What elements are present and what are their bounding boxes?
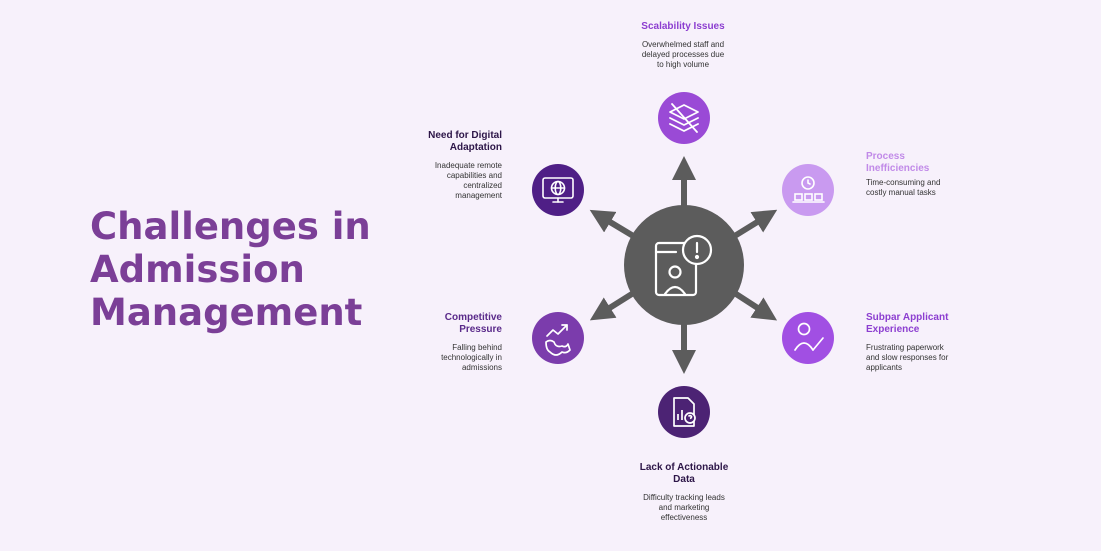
competitive-description: Falling behind technologically in admiss… <box>372 343 502 373</box>
node-applicant-circle <box>782 312 834 364</box>
data-description: Difficulty tracking leads and marketing … <box>614 493 754 523</box>
applicant-desc-line: and slow responses for <box>866 353 949 362</box>
mobile-user-alert-icon <box>654 234 713 297</box>
applicant-heading-line: Subpar Applicant <box>866 312 949 323</box>
data-heading-line: Lack of Actionable <box>639 462 729 473</box>
applicant-desc-line: Frustrating paperwork <box>866 343 944 352</box>
scalability-desc-line: to high volume <box>656 60 710 69</box>
node-scalability <box>658 92 710 144</box>
user-pen-icon <box>794 322 824 351</box>
competitive-heading-line: Pressure <box>459 324 502 335</box>
process-heading-line: Process <box>866 151 905 162</box>
label-data: Lack of Actionable Data Difficulty track… <box>614 462 754 523</box>
digital-heading: Need for Digital Adaptation <box>372 130 502 154</box>
scalability-desc-line: Overwhelmed staff and <box>641 40 725 49</box>
process-desc-line: costly manual tasks <box>866 188 936 197</box>
process-heading: Process Inefficiencies <box>866 151 1016 175</box>
applicant-desc-line: applicants <box>866 363 903 372</box>
document-question-icon <box>673 397 696 427</box>
title-line-3: Management <box>90 291 363 334</box>
data-heading-line: Data <box>673 474 695 485</box>
node-competitive-circle <box>532 312 584 364</box>
process-desc-line: Time-consuming and <box>866 178 941 187</box>
label-competitive: Competitive Pressure Falling behind tech… <box>372 312 502 373</box>
label-process: Process Inefficiencies Time-consuming an… <box>866 151 1016 198</box>
competitive-heading: Competitive Pressure <box>372 312 502 336</box>
competitive-desc-line: admissions <box>461 363 502 372</box>
globe-monitor-icon <box>542 177 574 203</box>
competitive-desc-line: Falling behind <box>452 343 502 352</box>
scalability-heading: Scalability Issues <box>641 21 725 32</box>
process-description: Time-consuming and costly manual tasks <box>866 178 1016 198</box>
applicant-heading: Subpar Applicant Experience <box>866 312 1016 336</box>
title-line-1: Challenges in <box>90 205 371 248</box>
process-heading-line: Inefficiencies <box>866 163 930 174</box>
node-data-circle <box>658 386 710 438</box>
hub-circle <box>624 205 744 325</box>
arrow-lower-right <box>731 289 778 321</box>
label-applicant: Subpar Applicant Experience Frustrating … <box>866 312 1016 373</box>
data-desc-line: and marketing <box>658 503 710 512</box>
node-applicant <box>782 312 834 364</box>
crossed-layers-icon <box>669 103 699 133</box>
page-title: Challenges in Admission Management <box>90 205 410 334</box>
node-data <box>658 386 710 438</box>
title-line-2: Admission <box>90 248 305 291</box>
arrow-upper-right <box>731 209 778 240</box>
conveyor-clock-icon <box>792 176 825 203</box>
data-desc-line: effectiveness <box>660 513 708 522</box>
trend-puzzle-icon <box>545 324 571 356</box>
applicant-description: Frustrating paperwork and slow responses… <box>866 343 1016 373</box>
data-heading: Lack of Actionable Data <box>614 462 754 486</box>
scalability-description: Overwhelmed staff and delayed processes … <box>618 40 748 70</box>
node-process-circle <box>782 164 834 216</box>
applicant-heading-line: Experience <box>866 324 920 335</box>
arrow-upper-left <box>589 209 637 240</box>
scalability-desc-line: delayed processes due <box>641 50 725 59</box>
label-digital: Need for Digital Adaptation Inadequate r… <box>372 130 502 201</box>
data-desc-line: Difficulty tracking leads <box>643 493 725 502</box>
node-digital <box>532 164 584 216</box>
hub <box>624 205 744 325</box>
digital-description: Inadequate remote capabilities and centr… <box>372 161 502 201</box>
digital-desc-line: centralized <box>463 181 502 190</box>
digital-heading-line: Need for Digital <box>428 130 502 141</box>
digital-desc-line: Inadequate remote <box>434 161 502 170</box>
node-process <box>782 164 834 216</box>
digital-desc-line: capabilities and <box>446 171 502 180</box>
node-digital-circle <box>532 164 584 216</box>
digital-desc-line: management <box>455 191 502 200</box>
arrows <box>589 156 778 374</box>
label-scalability: Scalability Issues Overwhelmed staff and… <box>618 21 748 70</box>
competitive-heading-line: Competitive <box>444 312 502 323</box>
digital-heading-line: Adaptation <box>449 142 502 153</box>
arrow-lower-left <box>589 289 637 321</box>
node-competitive <box>532 312 584 364</box>
competitive-desc-line: technologically in <box>441 353 502 362</box>
